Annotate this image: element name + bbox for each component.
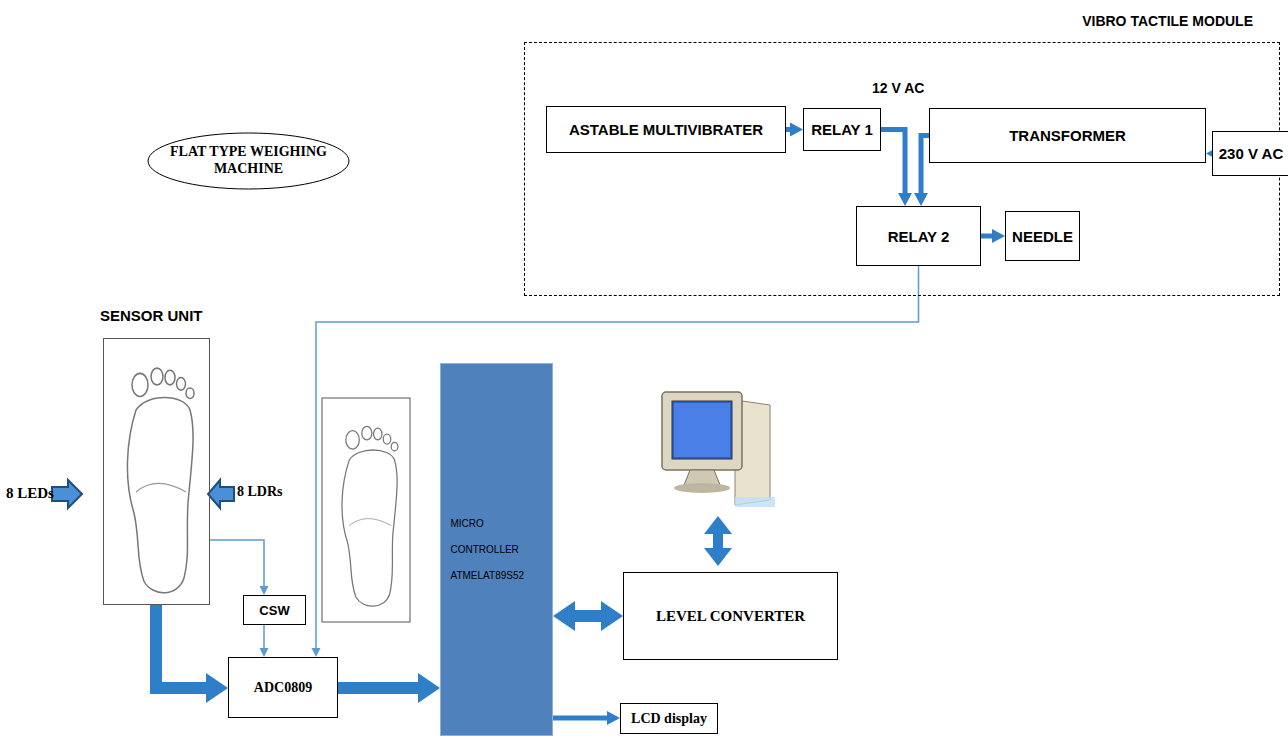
node-label: RELAY 1	[811, 121, 873, 138]
connector-line	[981, 234, 993, 239]
relay-box: RELAY 2	[856, 206, 981, 266]
arrow-head	[607, 711, 620, 725]
arrow-head	[553, 601, 575, 631]
arrow-head	[312, 648, 321, 657]
connector-line	[881, 130, 905, 195]
connector-line	[156, 605, 207, 688]
ldr-arrow	[208, 480, 234, 508]
signal-label: 12 V AC	[872, 80, 924, 96]
arrow-head	[790, 123, 803, 137]
node-label: CSW	[259, 603, 289, 618]
node-label: LEVEL CONVERTER	[656, 608, 805, 625]
connector	[156, 605, 228, 703]
node-label: ASTABLE MULTIVIBRATER	[569, 121, 763, 138]
node-label: MICRO CONTROLLER ATMELAT89S52	[451, 511, 543, 589]
connector	[338, 673, 440, 703]
connector	[914, 136, 929, 207]
connector-line	[210, 540, 264, 587]
arrow-head	[260, 648, 269, 657]
connector-line	[553, 716, 608, 721]
adc-box: ADC0809	[228, 657, 338, 718]
connector	[553, 601, 623, 631]
arrow-head	[418, 673, 440, 703]
display-box: LCD display	[620, 703, 718, 734]
title-ellipse: FLAT TYPE WEIGHING MACHINE	[147, 132, 350, 190]
weighing-plate	[322, 398, 410, 622]
process-box: LEVEL CONVERTER	[623, 572, 838, 660]
sensor-foot	[127, 368, 194, 593]
process-box: TRANSFORMER	[929, 108, 1206, 163]
node-label: FLAT TYPE WEIGHING MACHINE	[164, 144, 334, 178]
led-arrow	[52, 480, 82, 508]
connector	[553, 711, 620, 725]
node-label: 230 V AC	[1219, 145, 1283, 162]
node-label: LCD display	[631, 711, 707, 727]
group-heading: VIBRO TACTILE MODULE	[1082, 13, 1253, 29]
node-label: ADC0809	[254, 680, 312, 696]
microcontroller-box: MICRO CONTROLLER ATMELAT89S52	[440, 363, 553, 736]
connector-line	[574, 610, 602, 622]
relay-box: RELAY 1	[803, 108, 881, 151]
node-label: TRANSFORMER	[1009, 127, 1126, 144]
connector	[210, 540, 269, 595]
output-box: NEEDLE	[1005, 211, 1080, 261]
computer-link-arrow	[704, 516, 732, 566]
arrow-head	[601, 601, 623, 631]
connector	[981, 229, 1005, 243]
supply-box: 230 V AC	[1212, 131, 1288, 176]
group-heading: SENSOR UNIT	[100, 307, 203, 324]
connector	[260, 625, 269, 657]
connector	[881, 130, 912, 207]
arrow-head	[898, 193, 912, 206]
connector	[786, 123, 803, 137]
node-label: NEEDLE	[1012, 228, 1073, 245]
sensor-box: SENSOR UNIT	[103, 338, 210, 605]
arrow-head	[914, 193, 928, 206]
arrow-head	[206, 673, 228, 703]
signal-label: 8 LDRs	[237, 484, 283, 500]
signal-label: 8 LEDs	[6, 485, 54, 502]
computer-icon	[662, 392, 775, 507]
plate-foot	[342, 426, 398, 606]
process-box: ASTABLE MULTIVIBRATER	[546, 106, 786, 153]
switch-box: CSW	[243, 595, 306, 625]
connector-line	[263, 625, 265, 649]
arrow-head	[260, 586, 269, 595]
connector-line	[921, 136, 929, 195]
node-label: RELAY 2	[888, 228, 950, 245]
arrow-head	[992, 229, 1005, 243]
connector-line	[338, 682, 419, 694]
